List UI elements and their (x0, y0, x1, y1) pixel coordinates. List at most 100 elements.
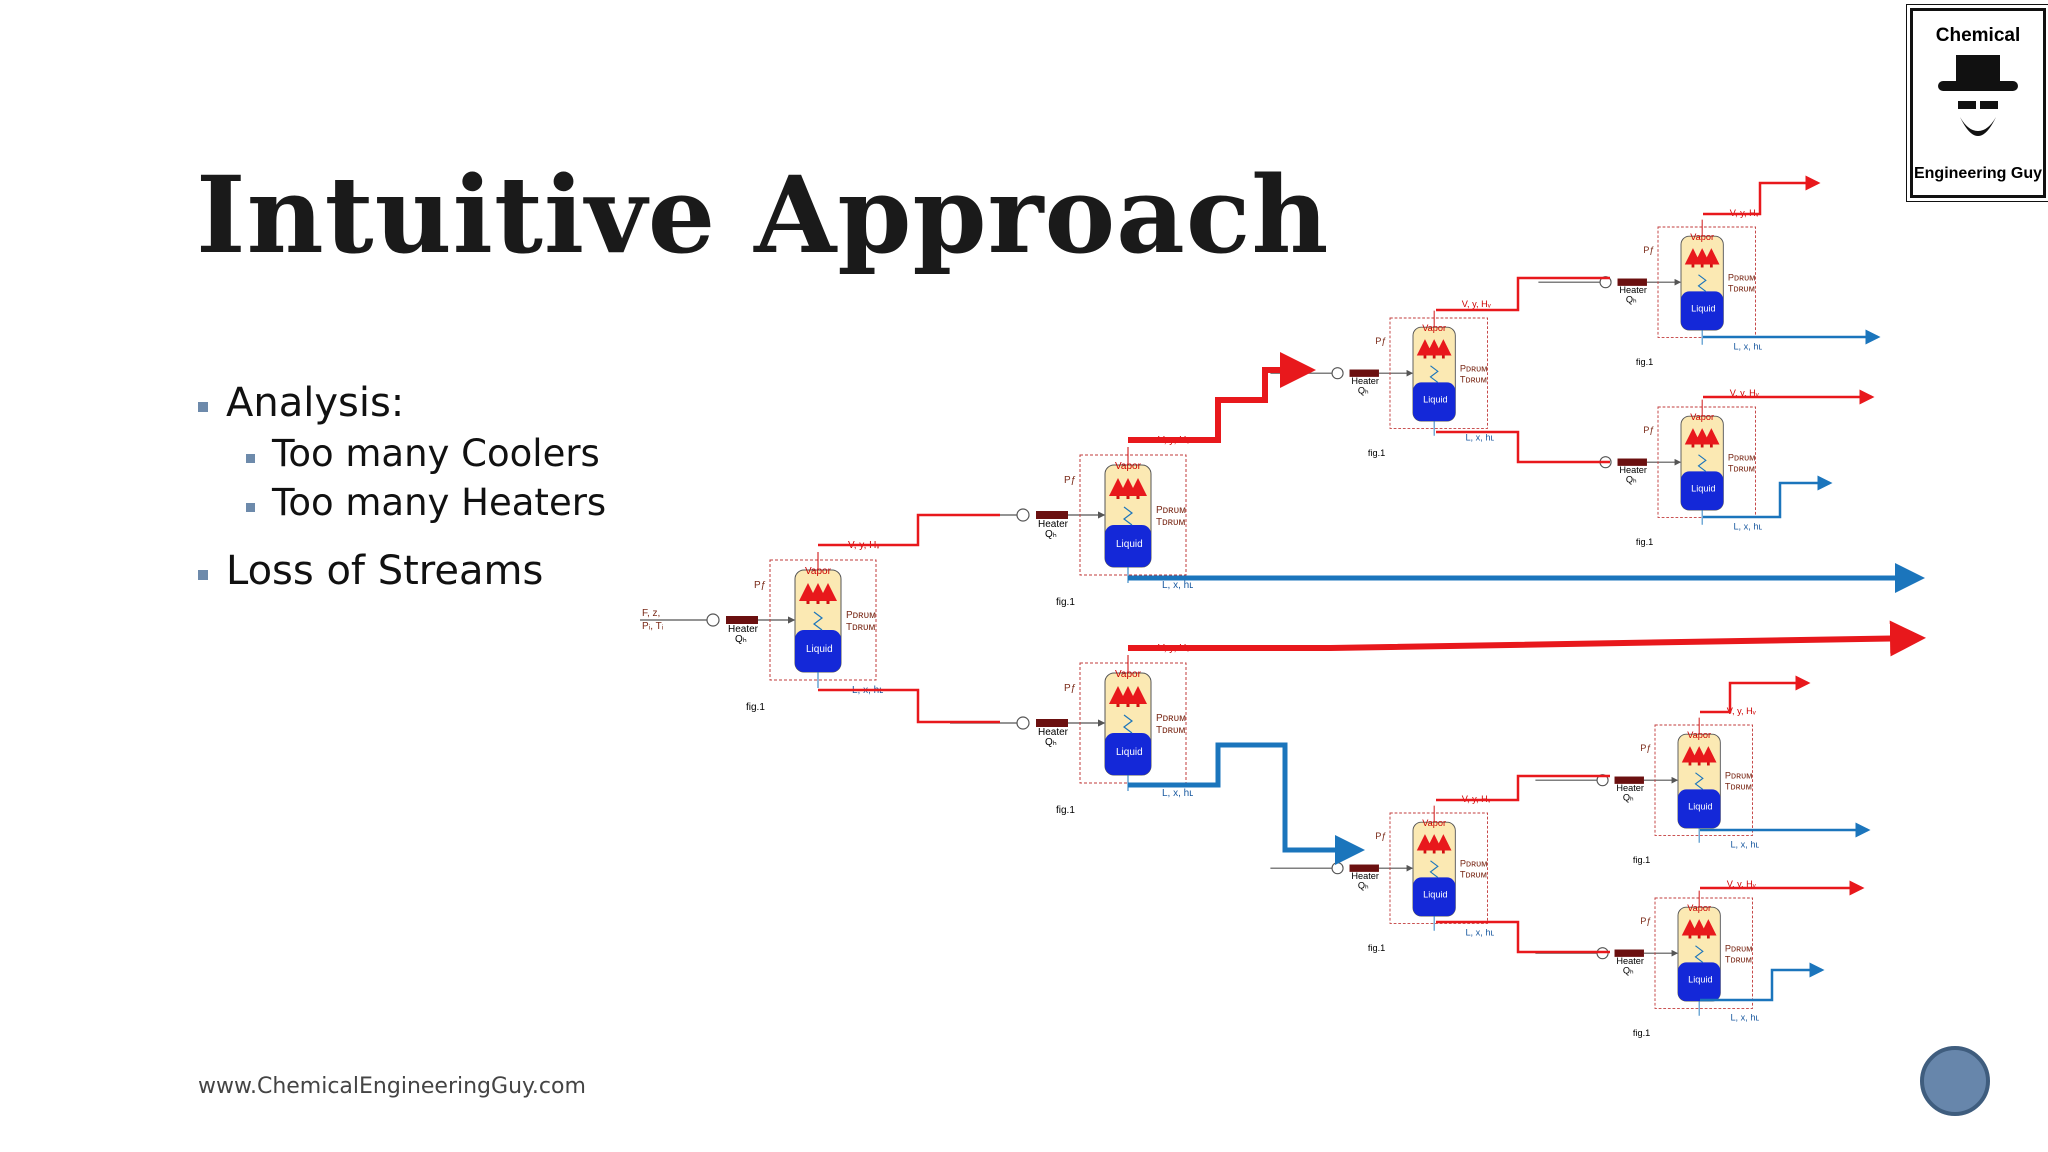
pdrum-label: Pᴅʀᴜᴍ (1725, 943, 1753, 953)
heater-label: Heater (1351, 871, 1379, 881)
vapor-outlet-label: V, y, Hᵥ (1727, 879, 1757, 889)
liquid-outlet-label: L, x, hʟ (1465, 432, 1494, 442)
pdrum-label: Pᴅʀᴜᴍ (1156, 713, 1186, 724)
vapor-label: Vapor (1690, 412, 1714, 422)
brand-logo: Chemical Engineering Guy (1906, 4, 2048, 202)
bullet-loss-of-streams: Loss of Streams (196, 548, 606, 594)
vapor-stream-bottom-loss (1128, 620, 1926, 657)
vapor-label: Vapor (1115, 669, 1142, 680)
heat-duty-label: Qₕ (1623, 792, 1634, 802)
heat-duty-label: Qₕ (1626, 474, 1637, 484)
vapor-label: Vapor (1115, 461, 1142, 472)
bullet-too-many-heaters: Too many Heaters (196, 481, 606, 524)
liquid-zone (1105, 733, 1151, 775)
liquid-label: Liquid (1688, 802, 1713, 812)
heater-icon (1036, 511, 1068, 519)
tdrum-label: Tᴅʀᴜᴍ (1460, 869, 1487, 879)
bullet-analysis: Analysis: (196, 380, 606, 426)
heat-duty-label: Qₕ (1626, 294, 1637, 304)
liquid-outlet-label: L, x, hʟ (1162, 580, 1193, 591)
pdrum-label: Pᴅʀᴜᴍ (1728, 272, 1756, 282)
heat-duty-label: Qₕ (1045, 529, 1057, 540)
tdrum-label: Tᴅʀᴜᴍ (1725, 781, 1752, 791)
navigation-circle-icon[interactable] (1920, 1046, 1990, 1116)
heat-duty-label: Qₕ (1358, 385, 1369, 395)
pump-icon (1331, 367, 1344, 380)
liquid-stream-1 (818, 688, 1000, 724)
liquid-outlet-label: L, x, hʟ (1733, 521, 1762, 531)
vapor-stream-2 (1128, 352, 1316, 443)
liquid-outlet-label: L, x, hʟ (1162, 788, 1193, 799)
pump-icon (1016, 508, 1030, 522)
fig-label: fig.1 (1368, 448, 1385, 458)
footer-url: www.ChemicalEngineeringGuy.com (198, 1074, 586, 1099)
vapor-label: Vapor (805, 566, 832, 577)
vapor-out-4c (1700, 675, 1811, 714)
vapor-stream-1 (818, 513, 1000, 547)
drum-feed-label: Pƒ (1064, 475, 1076, 486)
liquid-label: Liquid (1688, 975, 1713, 985)
tdrum-label: Tᴅʀᴜᴍ (846, 622, 876, 633)
heat-duty-label: Qₕ (735, 634, 747, 645)
liquid-label: Liquid (1116, 747, 1143, 758)
fig-label: fig.1 (1633, 1028, 1650, 1038)
heater-icon (1036, 719, 1068, 727)
vapor-label: Vapor (1687, 903, 1711, 913)
tdrum-label: Tᴅʀᴜᴍ (1460, 374, 1487, 384)
liquid-zone (1678, 962, 1721, 1002)
feed-label: F, z, (642, 608, 660, 619)
drum-feed-label: Pƒ (1643, 245, 1654, 255)
heater-label: Heater (1351, 376, 1379, 386)
fig-label: fig.1 (1056, 597, 1075, 608)
liquid-label: Liquid (806, 644, 833, 655)
heater-label: Heater (1616, 783, 1644, 793)
heater-icon (1349, 369, 1379, 377)
liquid-zone (1413, 382, 1456, 422)
liquid-zone (1681, 291, 1724, 331)
pdrum-label: Pᴅʀᴜᴍ (1725, 770, 1753, 780)
vapor-out-4a (1703, 175, 1821, 216)
bullet-list: Analysis: Too many Coolers Too many Heat… (196, 362, 606, 594)
pdrum-label: Pᴅʀᴜᴍ (1460, 363, 1488, 373)
liquid-zone (795, 630, 841, 672)
pump-icon (706, 613, 720, 627)
pump-icon (1016, 716, 1030, 730)
vapor-outlet-label: V, y, Hᵥ (1727, 706, 1757, 716)
vapor-stream-3b (1436, 774, 1610, 802)
heater-label: Heater (1038, 519, 1069, 530)
heater-icon (1349, 864, 1379, 872)
feed-props-label: Pᵢ, Tᵢ (642, 621, 664, 632)
vapor-label: Vapor (1687, 730, 1711, 740)
pump-icon (1331, 862, 1344, 875)
pump-icon (1599, 276, 1612, 289)
liquid-out-4d (1700, 962, 1825, 1002)
drum-feed-label: Pƒ (1643, 425, 1654, 435)
heater-label: Heater (1616, 956, 1644, 966)
tdrum-label: Tᴅʀᴜᴍ (1728, 283, 1755, 293)
liquid-stream-3a (1436, 430, 1610, 464)
hat-and-face-icon (1938, 55, 2018, 136)
liquid-label: Liquid (1691, 484, 1716, 494)
tdrum-label: Tᴅʀᴜᴍ (1156, 517, 1186, 528)
tdrum-label: Tᴅʀᴜᴍ (1725, 954, 1752, 964)
vapor-outlet-label: V, y, Hᵥ (1730, 388, 1760, 398)
heater-icon (1614, 949, 1644, 957)
vapor-stream-3a (1436, 276, 1610, 312)
liquid-outlet-label: L, x, hʟ (1730, 839, 1759, 849)
heater-icon (1617, 278, 1647, 286)
drum-feed-label: Pƒ (1640, 743, 1651, 753)
liquid-zone (1413, 877, 1456, 917)
heat-duty-label: Qₕ (1045, 737, 1057, 748)
heater-label: Heater (1619, 465, 1647, 475)
fig-label: fig.1 (746, 702, 765, 713)
liquid-zone (1678, 789, 1721, 829)
pdrum-label: Pᴅʀᴜᴍ (1156, 505, 1186, 516)
vapor-outlet-label: V, y, Hᵥ (1462, 299, 1492, 309)
